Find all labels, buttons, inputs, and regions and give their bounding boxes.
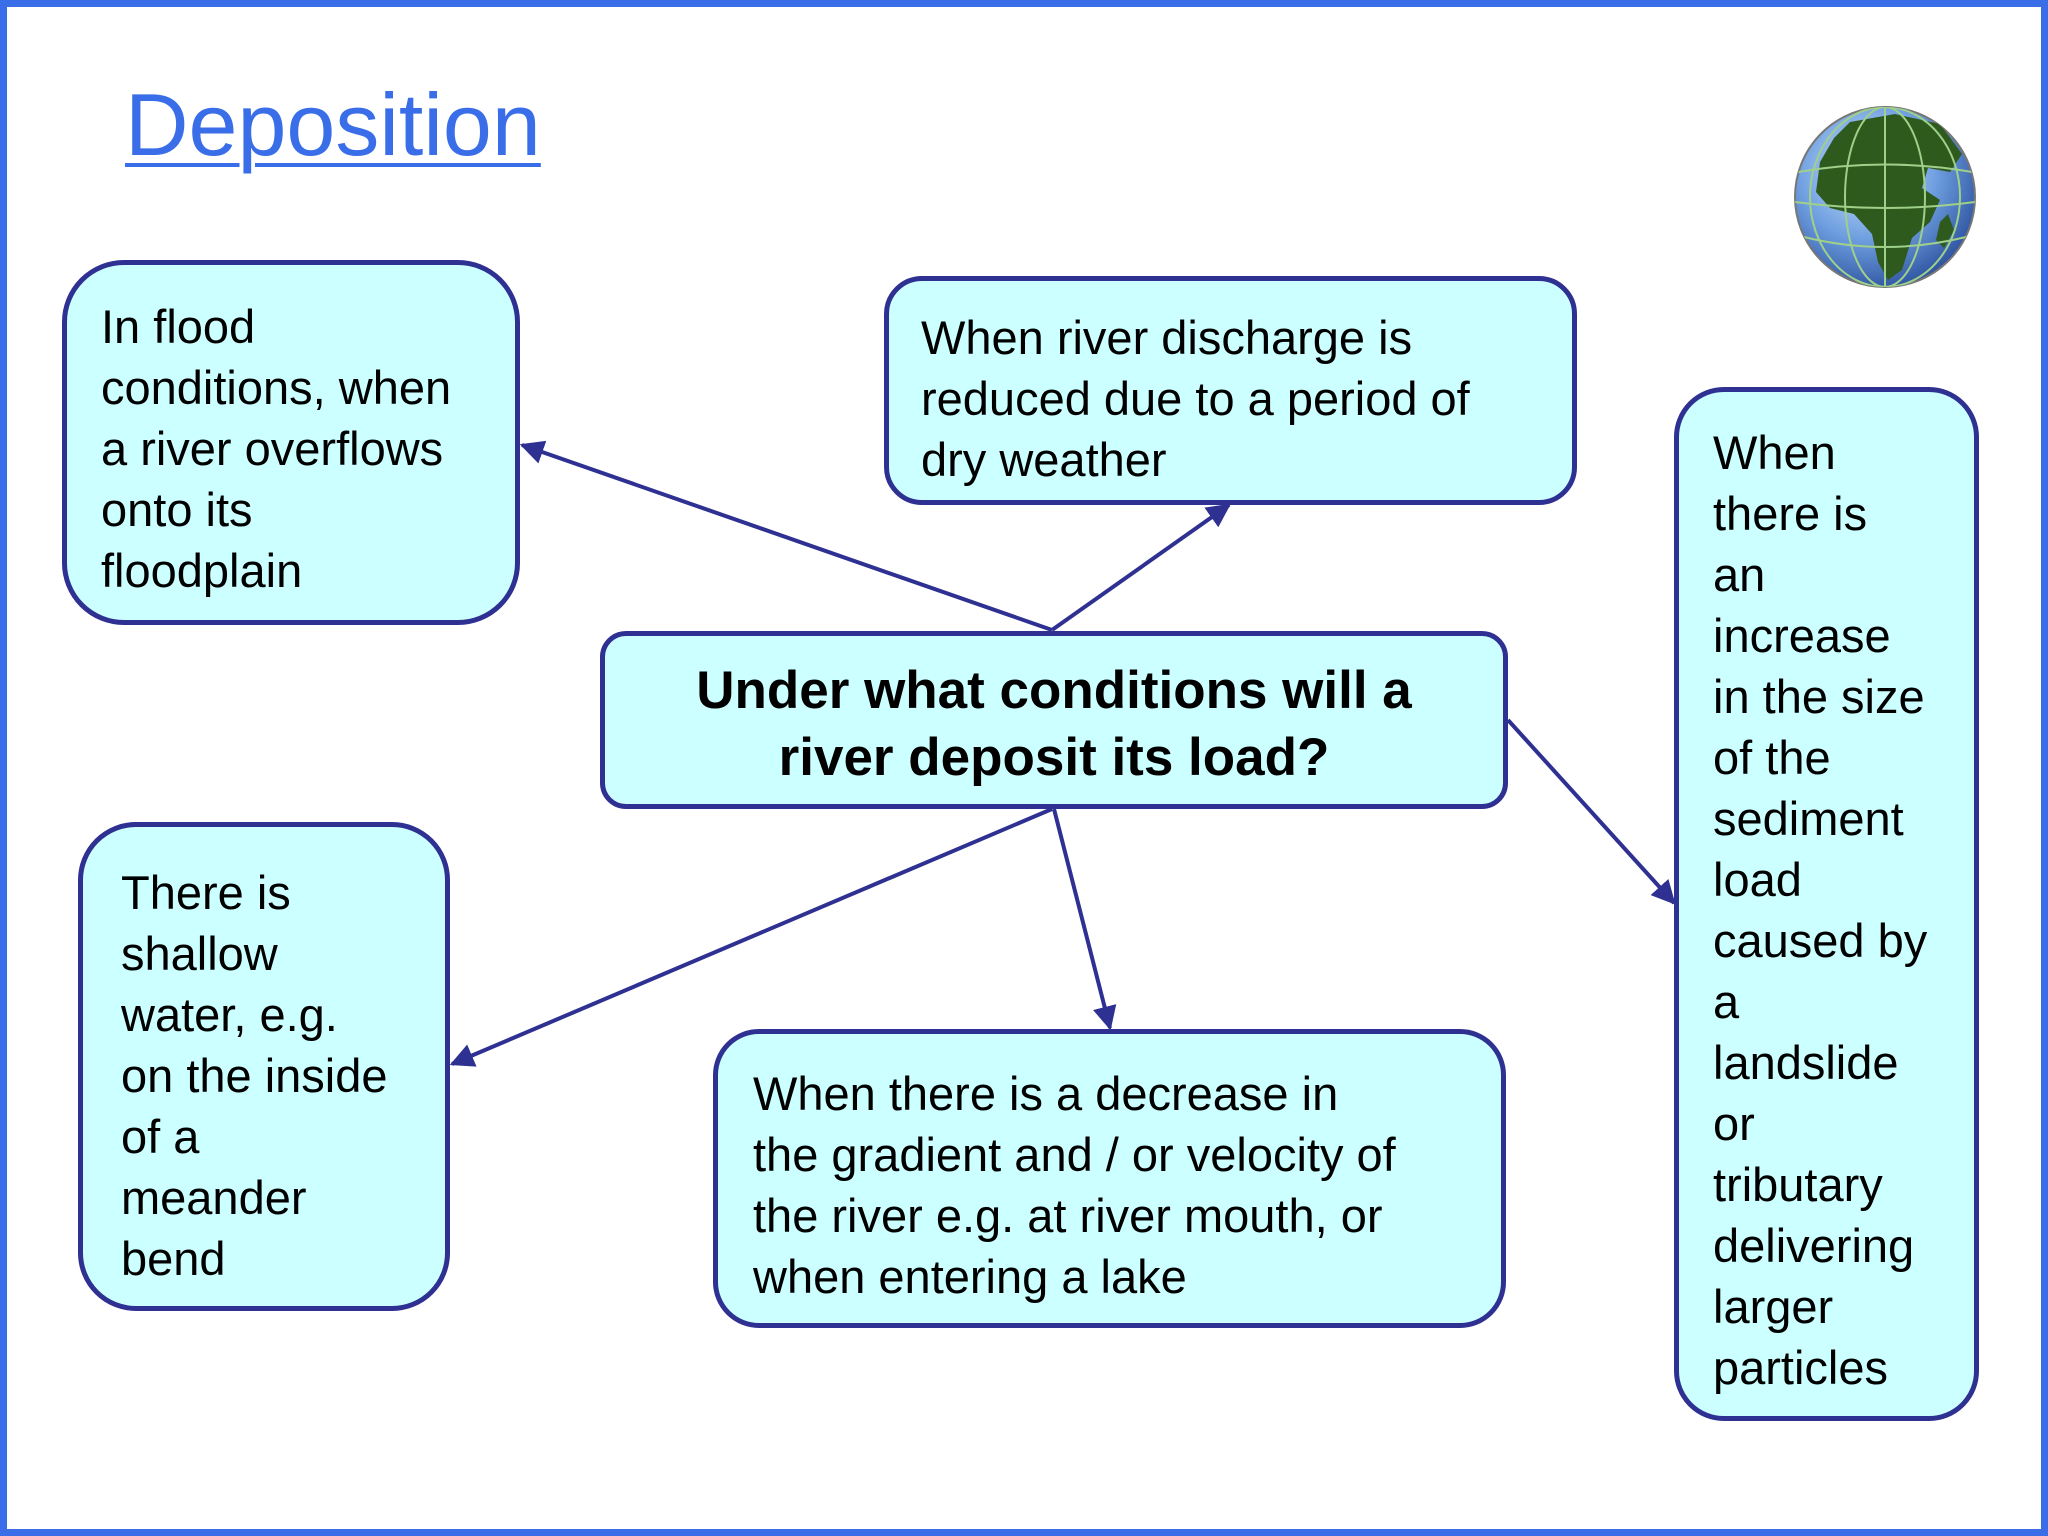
condition-box-flood: In flood conditions, when a river overfl…: [62, 260, 520, 625]
condition-text-shallow: There is shallow water, e.g. on the insi…: [121, 866, 388, 1285]
arrow-to-flood: [519, 440, 1053, 632]
arrow-to-gradient: [1052, 808, 1117, 1031]
condition-text-sediment: When there is an increase in the size of…: [1713, 426, 1928, 1394]
arrow-to-shallow: [449, 807, 1053, 1067]
central-question-box: Under what conditions will a river depos…: [600, 631, 1508, 809]
condition-box-sediment: When there is an increase in the size of…: [1674, 387, 1979, 1421]
slide-title: Deposition: [125, 75, 541, 174]
condition-box-discharge: When river discharge is reduced due to a…: [884, 276, 1577, 505]
condition-text-flood: In flood conditions, when a river overfl…: [101, 300, 452, 597]
condition-text-gradient: When there is a decrease in the gradient…: [753, 1067, 1396, 1303]
arrow-to-discharge: [1050, 503, 1231, 632]
condition-text-discharge: When river discharge is reduced due to a…: [921, 311, 1470, 486]
connector-arrows: [449, 440, 1676, 1067]
condition-box-gradient: When there is a decrease in the gradient…: [713, 1029, 1506, 1328]
central-question-text: Under what conditions will a river depos…: [696, 661, 1412, 787]
arrow-to-sediment: [1506, 718, 1676, 905]
globe-icon: [1794, 106, 1976, 288]
condition-box-shallow: There is shallow water, e.g. on the insi…: [78, 822, 450, 1311]
